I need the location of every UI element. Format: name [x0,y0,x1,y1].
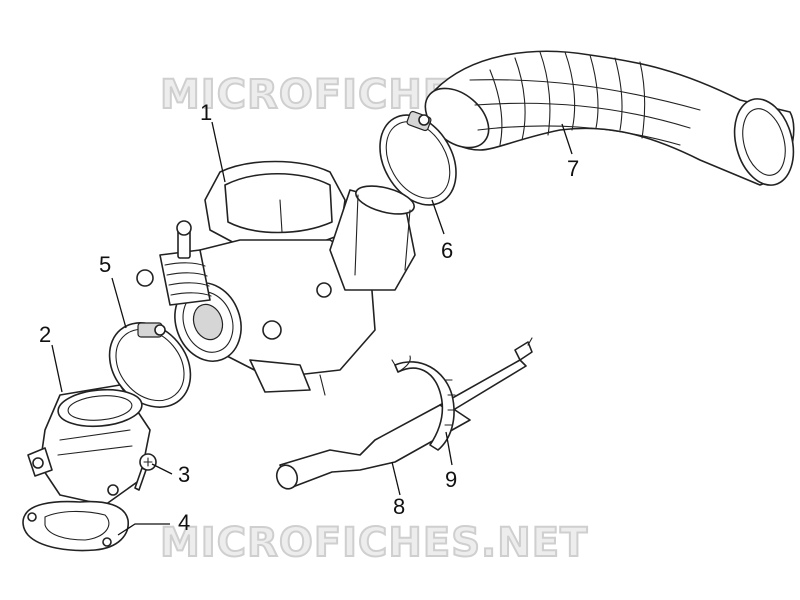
leader-line-4 [117,523,170,536]
callout-2: 2 [39,322,51,347]
callout-7: 7 [567,156,579,181]
carburetor [136,160,416,396]
leader-line-9 [445,431,453,466]
callout-8: 8 [393,494,405,519]
air-intake-duct [424,50,795,186]
spring-ring [391,355,456,451]
gasket [22,500,129,552]
callout-6: 6 [441,238,453,263]
intake-manifold [27,384,151,506]
leader-line-6 [431,199,445,235]
leader-line-7 [561,123,573,155]
leader-line-3 [151,463,173,475]
leader-line-8 [391,461,401,496]
screw [134,453,157,491]
callout-9: 9 [445,467,457,492]
watermark-bottom-outline: MICROFICHES.NET [160,520,588,566]
callout-5: 5 [99,252,111,277]
leader-line-5 [111,277,127,329]
leader-line-2 [51,344,63,393]
callout-3: 3 [178,462,190,487]
leader-line-1 [211,121,226,183]
watermark-bottom: MICROFICHES.NET [160,520,588,566]
callout-1: 1 [200,100,212,125]
hose-clamp-upper [379,110,457,206]
callout-4: 4 [178,510,190,535]
